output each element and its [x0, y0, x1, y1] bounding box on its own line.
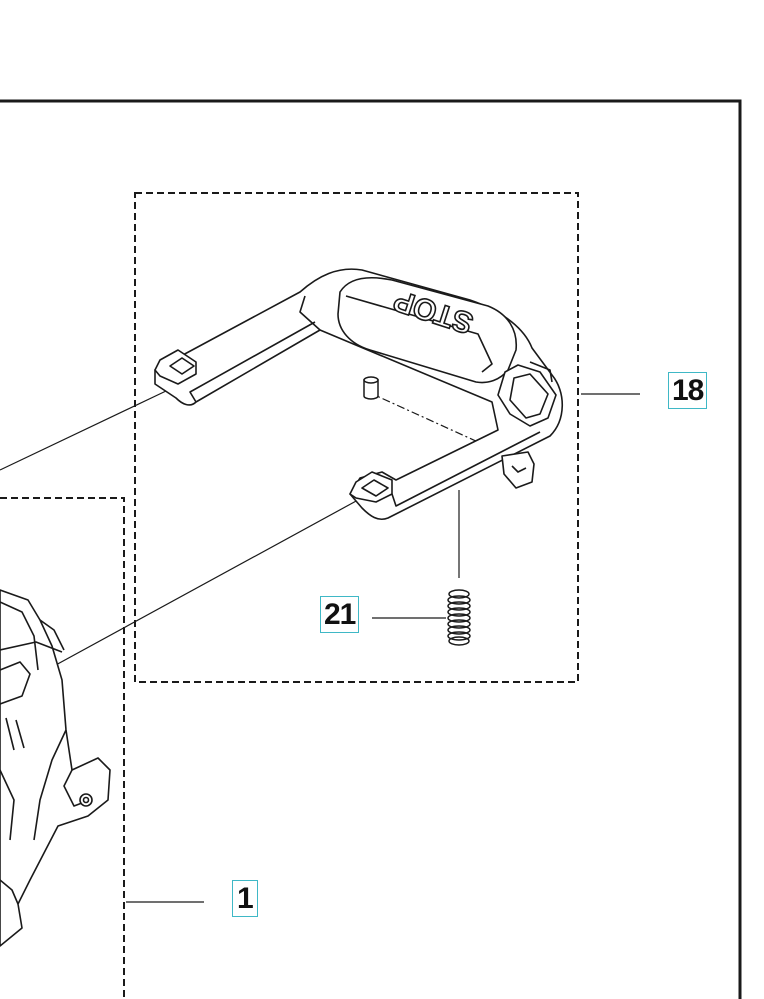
pin-part: [363, 376, 379, 400]
group-box-body-assembly: [0, 497, 125, 999]
spring-part: [447, 589, 471, 646]
group-box-handle-assembly: [134, 192, 579, 683]
outer-frame: [0, 99, 742, 999]
stop-handle: [154, 268, 563, 521]
callout-21[interactable]: 21: [320, 596, 360, 633]
leader-lines: [0, 390, 640, 903]
callout-1[interactable]: 1: [232, 880, 258, 917]
machine-body-partial: [0, 589, 111, 947]
callout-18[interactable]: 18: [668, 372, 708, 409]
